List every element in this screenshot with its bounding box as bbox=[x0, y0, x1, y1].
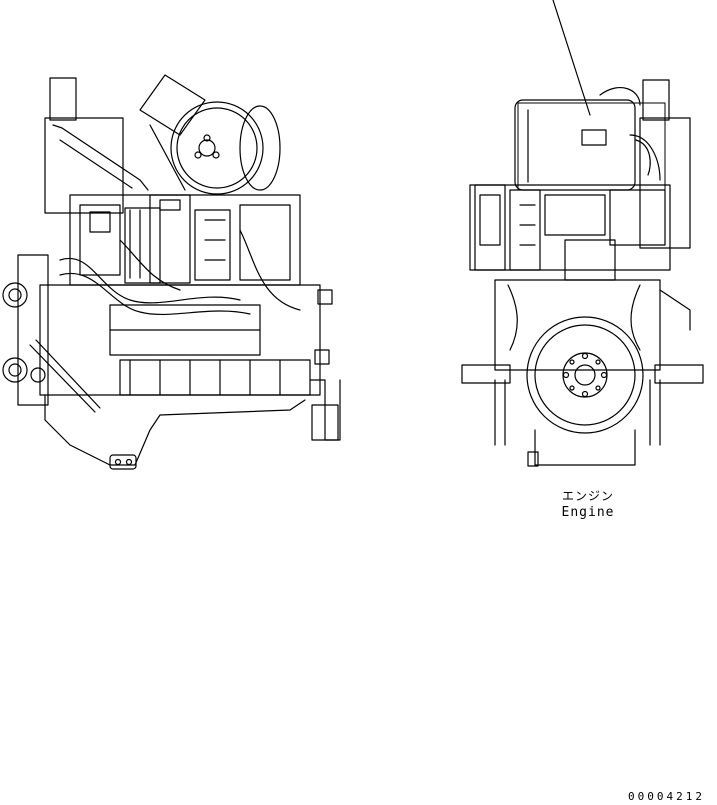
drawing-number: 00004212 bbox=[628, 790, 705, 803]
engine-label-japanese: エンジン bbox=[561, 489, 614, 503]
engine-side-view bbox=[2, 74, 341, 470]
engine-rear-view bbox=[461, 0, 704, 467]
engine-label-english: Engine bbox=[561, 505, 615, 520]
